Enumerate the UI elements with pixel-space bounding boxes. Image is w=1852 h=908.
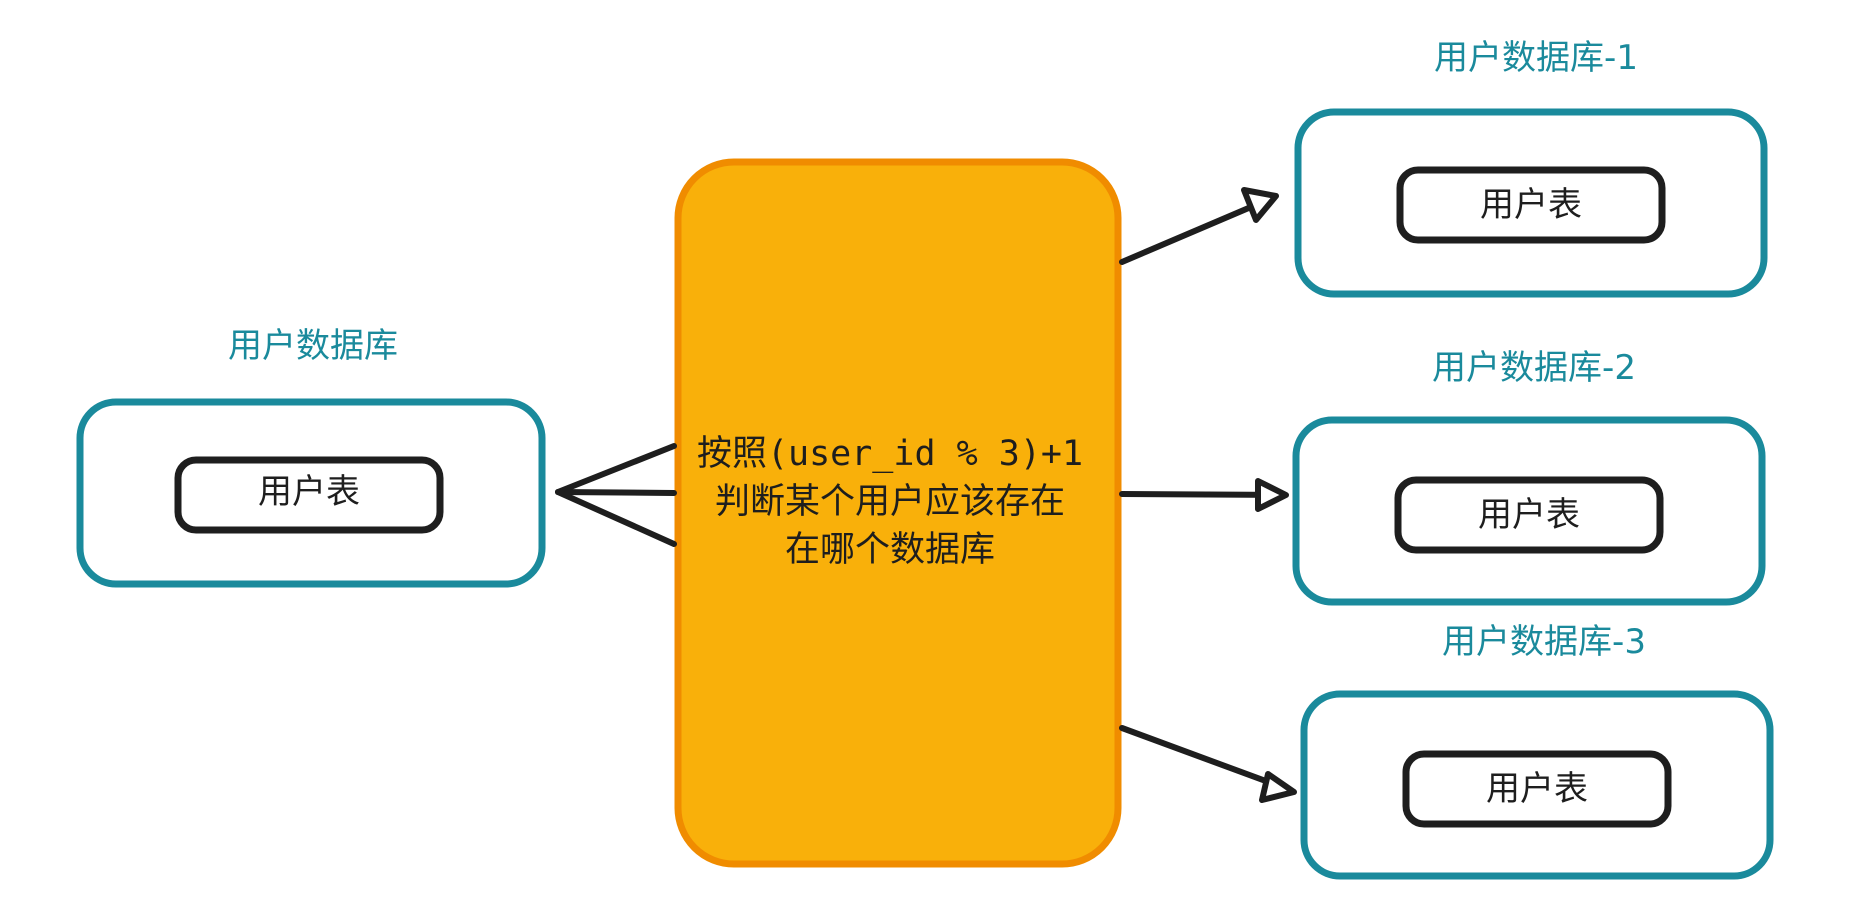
- router-text-line-3: 在哪个数据库: [784, 530, 995, 570]
- target-table-2-box[interactable]: [1394, 476, 1664, 554]
- arrow-to-db-1-line: [1119, 195, 1275, 265]
- arrow-to-db-3-head: [1259, 771, 1297, 803]
- router-text-line-1: 按照(user_id % 3)+1: [696, 434, 1084, 474]
- target-db-2-title: 用户数据库-2: [1432, 348, 1636, 388]
- source-connector-top: [555, 443, 677, 495]
- arrow-to-db-3-line: [1119, 725, 1293, 793]
- target-db-1-title: 用户数据库-1: [1434, 38, 1638, 78]
- router-box[interactable]: [674, 158, 1122, 868]
- source-connector-middle: [555, 489, 677, 496]
- target-table-3-box[interactable]: [1402, 750, 1672, 828]
- target-db-3-title: 用户数据库-3: [1442, 622, 1646, 662]
- source-table-box[interactable]: [174, 456, 444, 534]
- arrow-to-db-2-head: [1255, 478, 1289, 512]
- target-table-1-box[interactable]: [1396, 166, 1666, 244]
- target-table-2-label: 用户表: [1478, 495, 1580, 535]
- router-arrows: [1119, 187, 1297, 803]
- source-connectors: [555, 443, 677, 547]
- target-table-3-label: 用户表: [1486, 769, 1588, 809]
- target-table-1-label: 用户表: [1480, 185, 1582, 225]
- source-db-title: 用户数据库: [228, 326, 398, 366]
- arrow-to-db-1-head: [1241, 187, 1279, 223]
- router-text-line-2: 判断某个用户应该存在: [714, 482, 1065, 522]
- source-connector-bottom: [555, 489, 677, 547]
- router-text: 按照(user_id % 3)+1 判断某个用户应该存在 在哪个数据库: [670, 430, 1110, 574]
- source-table-label: 用户表: [258, 472, 360, 512]
